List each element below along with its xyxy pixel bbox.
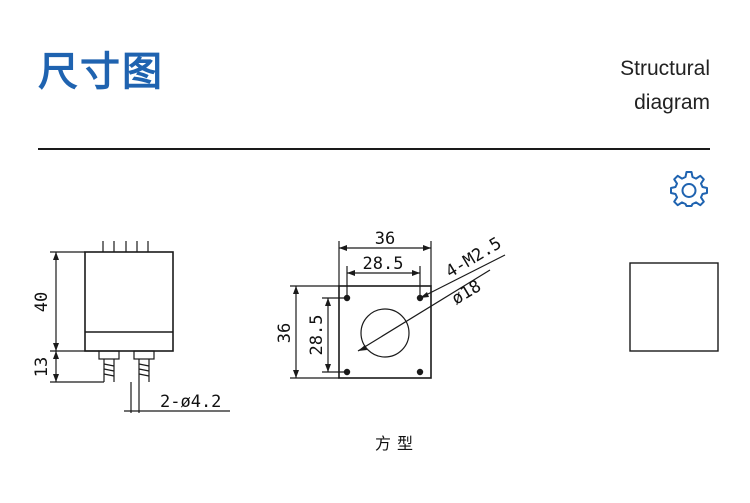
page-subtitle: Structural diagram: [620, 52, 710, 120]
header-divider: [38, 148, 710, 150]
dim-height-outer: 36: [275, 323, 295, 343]
dim-height-nozzle: 13: [32, 357, 52, 377]
square-outline: [629, 262, 719, 352]
view-caption: 方型: [375, 434, 419, 453]
gear-icon[interactable]: [670, 171, 708, 209]
dim-width-holes: 28.5: [363, 254, 404, 274]
subtitle-line-1: Structural: [620, 57, 710, 80]
subtitle-line-2: diagram: [634, 91, 710, 114]
dim-height-holes: 28.5: [307, 315, 327, 356]
page-title: 尺寸图: [38, 49, 164, 95]
thread-label: 4-M2.5: [442, 234, 505, 283]
dim-width-outer: 36: [375, 229, 395, 249]
nozzle-label: 2-ø4.2: [160, 392, 221, 412]
dim-height-body: 40: [32, 292, 52, 312]
